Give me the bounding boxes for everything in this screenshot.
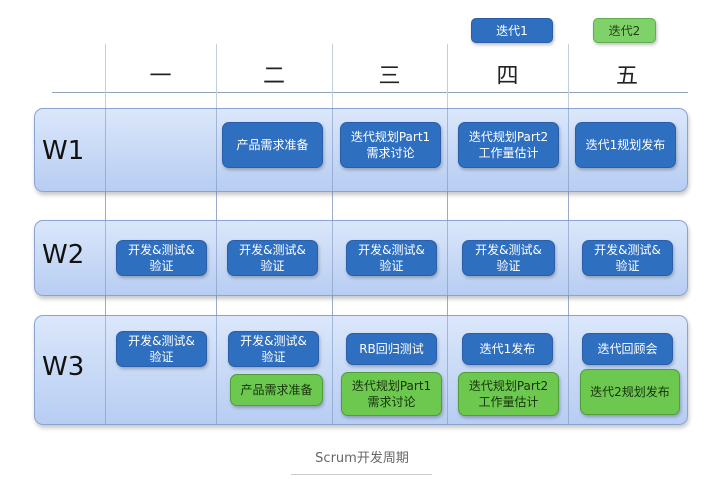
task-w3-fri: 迭代回顾会 [582,333,673,365]
week-label-w3: W3 [42,352,85,382]
task-w1-thu: 迭代规划Part2 工作量估计 [458,122,559,168]
task-w3-thu-iteration2: 迭代规划Part2 工作量估计 [458,372,559,416]
task-w2-tue: 开发&测试& 验证 [227,240,318,276]
task-w1-wed: 迭代规划Part1 需求讨论 [340,122,441,168]
caption-underline [291,474,432,475]
task-w1-tue: 产品需求准备 [222,122,323,168]
header-divider [52,92,688,93]
day-header-wed: 三 [378,64,401,89]
diagram-caption: Scrum开发周期 [315,451,409,466]
band-grid-line-2 [216,108,217,425]
task-w3-tue: 开发&测试& 验证 [228,331,319,367]
task-w3-wed-iteration2: 迭代规划Part1 需求讨论 [341,372,442,416]
day-header-mon: 一 [149,64,172,89]
week-label-w1: W1 [42,136,85,166]
task-w1-fri: 迭代1规划发布 [575,122,676,168]
band-grid-line-5 [568,108,569,425]
task-w3-fri-iteration2: 迭代2规划发布 [580,369,680,415]
legend-iteration-2: 迭代2 [593,18,656,43]
task-w2-wed: 开发&测试& 验证 [346,240,437,276]
band-grid-line-1 [105,108,106,425]
task-w3-mon: 开发&测试& 验证 [116,331,207,367]
legend-iteration-1: 迭代1 [471,18,553,43]
band-grid-line-3 [332,108,333,425]
day-header-fri: 五 [615,64,638,89]
day-header-thu: 四 [496,64,519,89]
task-w2-fri: 开发&测试& 验证 [582,240,673,276]
task-w3-thu: 迭代1发布 [462,333,553,365]
task-w3-tue-iteration2: 产品需求准备 [230,374,323,406]
task-w3-wed: RB回归测试 [346,333,437,365]
day-header-tue: 二 [262,64,285,89]
week-label-w2: W2 [42,240,85,270]
band-grid-line-4 [447,108,448,425]
task-w2-thu: 开发&测试& 验证 [462,240,555,276]
task-w2-mon: 开发&测试& 验证 [116,240,207,276]
